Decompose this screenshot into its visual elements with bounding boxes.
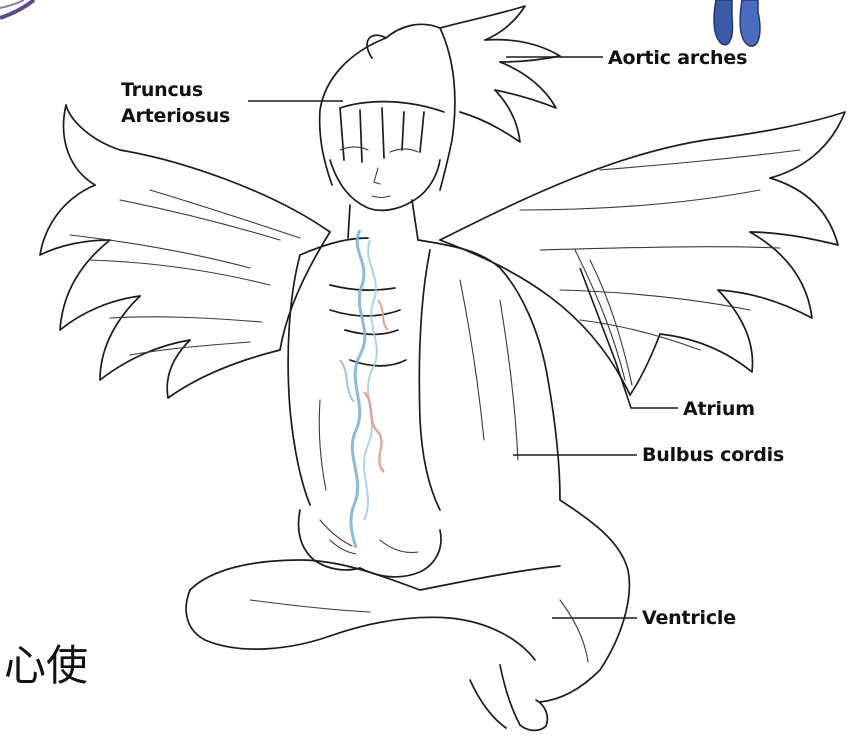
caption-cjk: 心使 <box>4 632 88 693</box>
label-atrium: Atrium <box>683 397 755 422</box>
corner-decoration-left <box>0 0 34 18</box>
face <box>330 147 440 240</box>
label-truncus-line1: Truncus <box>121 78 203 103</box>
label-truncus-line2: Arteriosus <box>121 104 230 129</box>
left-wing <box>40 105 330 398</box>
hands <box>299 510 441 577</box>
leader-lines <box>248 57 678 618</box>
torso <box>288 238 560 510</box>
label-aortic-arches: Aortic arches <box>608 46 747 71</box>
heart-tube <box>340 230 388 548</box>
legs <box>186 500 629 730</box>
label-bulbus-cordis: Bulbus cordis <box>642 443 784 468</box>
right-wing <box>440 112 845 395</box>
label-ventricle: Ventricle <box>642 606 736 631</box>
corner-decoration-right <box>714 0 760 46</box>
